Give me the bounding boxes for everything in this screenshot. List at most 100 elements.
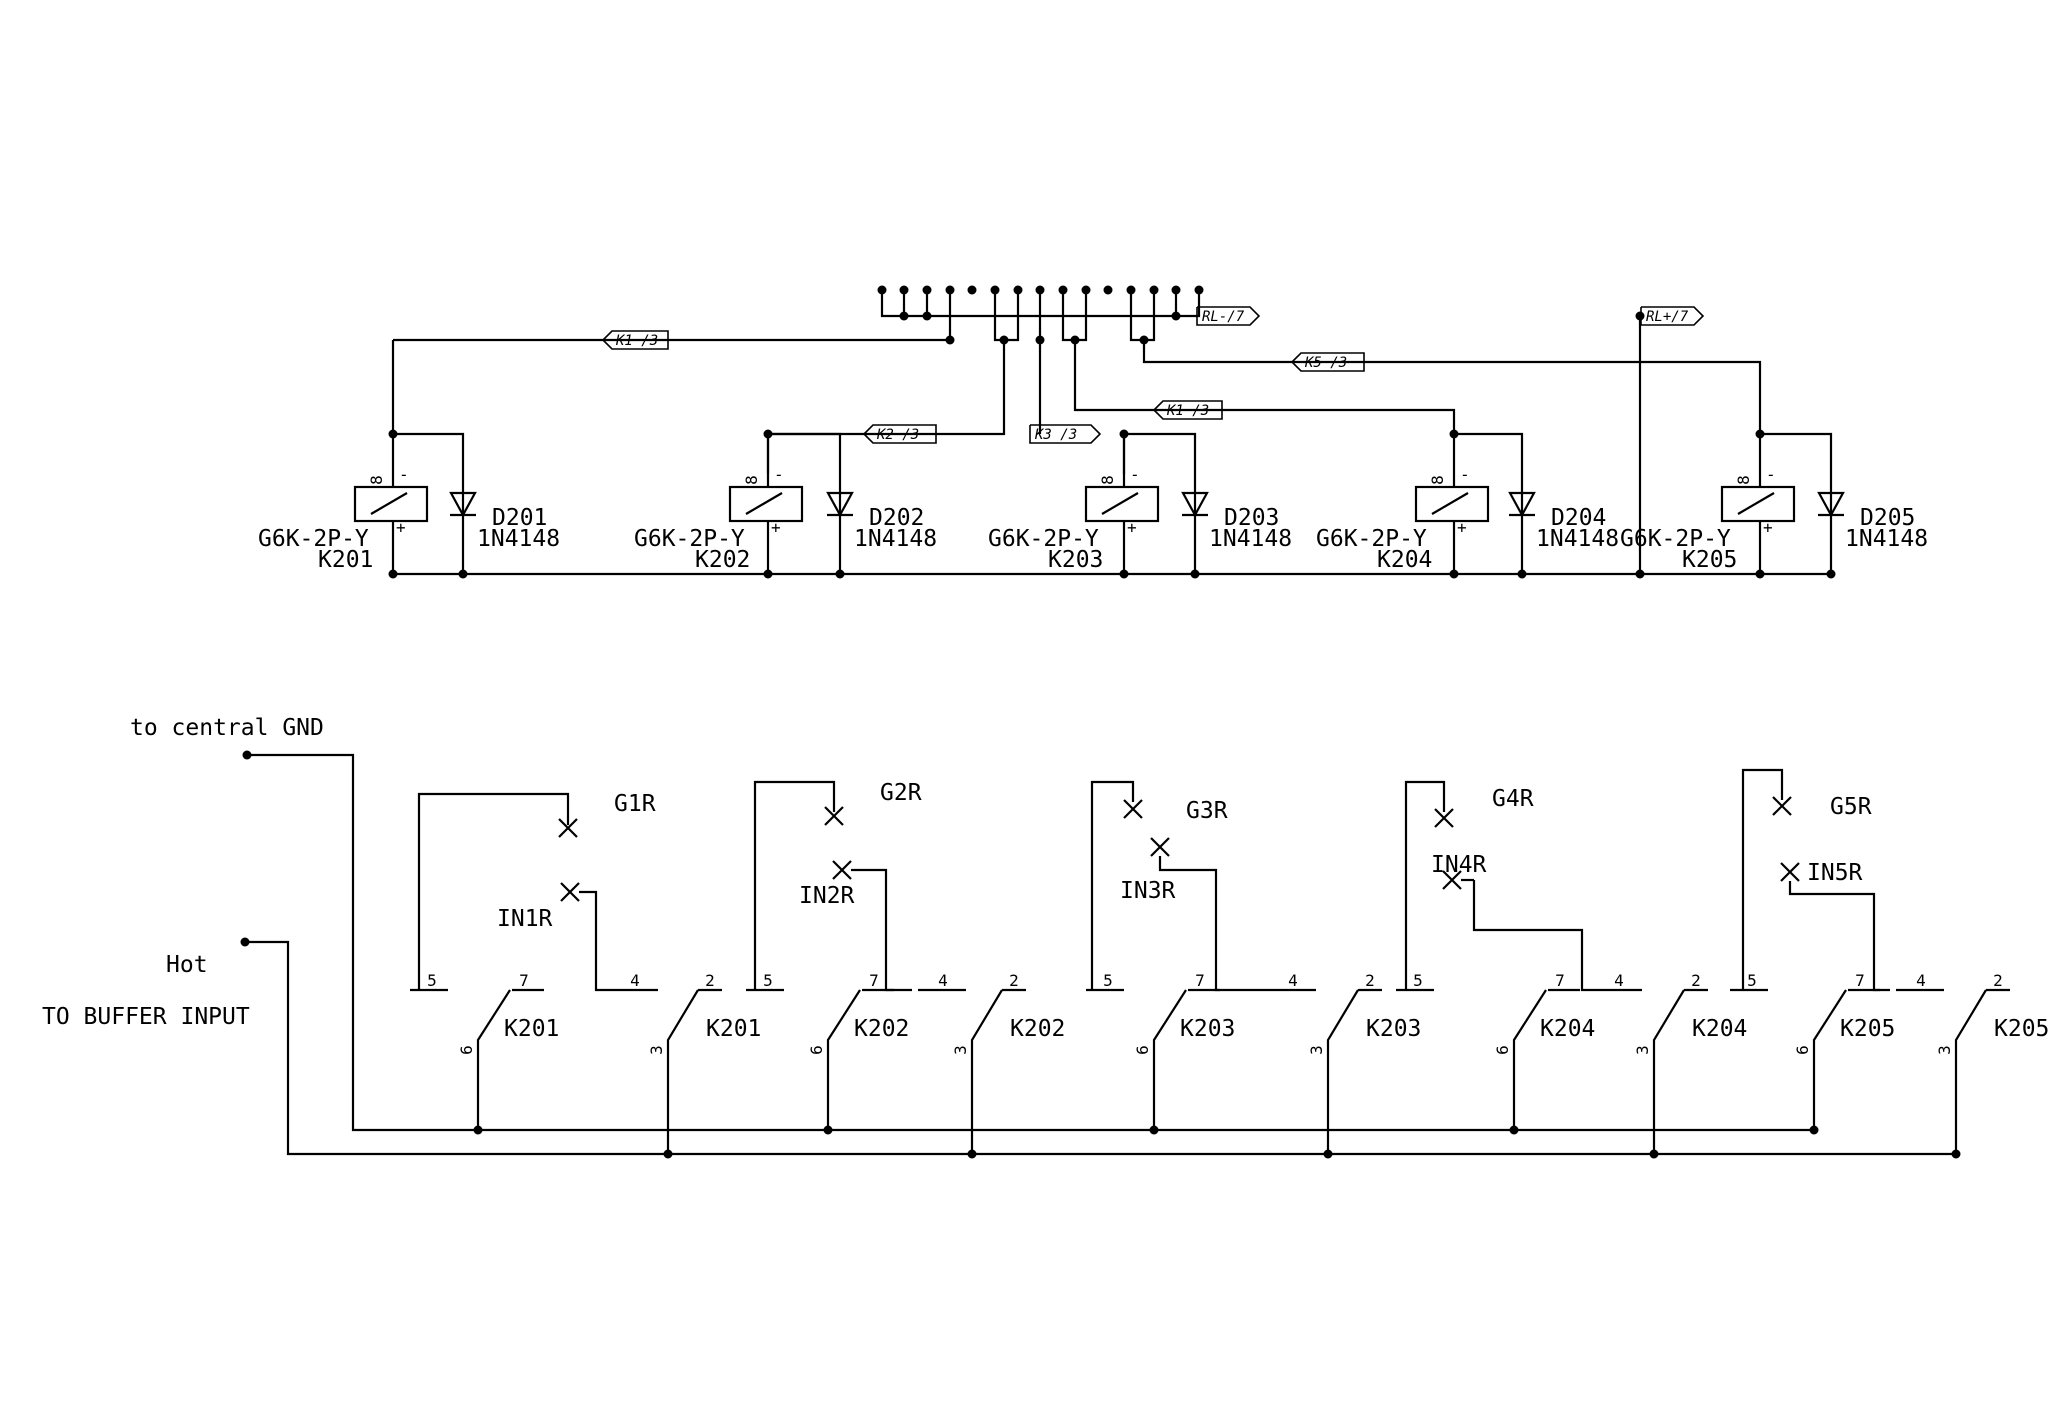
junctions: [240, 285, 1961, 1159]
contact-4-pin3: 3: [1633, 1045, 1652, 1055]
junction-dot: [922, 311, 932, 321]
contact-3-pin7: 7: [1195, 971, 1205, 990]
wires: [245, 290, 2010, 1156]
header-pin-15: [1194, 285, 1204, 295]
junction-dot: [1517, 569, 1527, 579]
relay-4-diode-ref: D204: [1551, 505, 1606, 531]
net-flag-k1b: [1153, 400, 1223, 420]
relay-5-diode-ref: D205: [1860, 505, 1915, 531]
junction-dot: [458, 569, 468, 579]
header-pin-9: [1058, 285, 1068, 295]
junction-dot: [1119, 569, 1129, 579]
in5r-label: IN5R: [1807, 860, 1863, 886]
relay-4-pin-plus: +: [1457, 518, 1467, 537]
relay-1-diode-value: 1N4148: [477, 526, 560, 552]
contact-2-ref-left: K202: [854, 1016, 909, 1042]
in3r-wire-b: [1158, 856, 1169, 872]
contact-3-pin6: 6: [1133, 1045, 1152, 1055]
hdr-k202b: [1004, 290, 1020, 342]
relay-2-diode-ref: D202: [869, 505, 924, 531]
junction-dot: [1826, 569, 1836, 579]
contact-4-pin6: 6: [1493, 1045, 1512, 1055]
junction-dot: [899, 311, 909, 321]
relay-4-ref-label: K204: [1377, 547, 1432, 573]
buffer-label: TO BUFFER INPUT: [42, 1004, 250, 1030]
contact-1-pin7: 7: [519, 971, 529, 990]
junction-dot: [1190, 569, 1200, 579]
contact-2-wiper6: [826, 989, 861, 1130]
relay-2-pin-plus: +: [771, 518, 781, 537]
relay-5-pin-plus: +: [1763, 518, 1773, 537]
junction-dot: [1149, 1125, 1159, 1135]
net-flag-k1b-text: K1 /3: [1166, 403, 1209, 419]
in2r-mark: [832, 860, 852, 880]
relay-5-pin-8: 8: [1734, 475, 1753, 485]
header-pin-5: [967, 285, 977, 295]
junction-dot: [1809, 1125, 1819, 1135]
net-flag-k1a-text: K1 /3: [615, 333, 658, 349]
hot-label: Hot: [166, 952, 208, 978]
junction-dot: [1635, 569, 1645, 579]
net-flag-k5: [1291, 352, 1365, 372]
contact-3-wiper3: [1326, 989, 1359, 1154]
junction-dot: [388, 569, 398, 579]
junction-dot: [1035, 335, 1045, 345]
net-flag-rl-minus: [1196, 306, 1261, 326]
contact-1-ref-left: K201: [504, 1016, 559, 1042]
g5r-label: G5R: [1830, 794, 1872, 820]
in3r-mark: [1150, 837, 1170, 857]
junction-dot: [1755, 569, 1765, 579]
g3r-label: G3R: [1186, 798, 1228, 824]
in2r-label: IN2R: [799, 883, 855, 909]
relay-2-coil: [728, 485, 804, 523]
relay-1-ref-label: K201: [318, 547, 373, 573]
net-flag-k3-text: K3 /3: [1034, 427, 1077, 443]
relay-3-ref-label: K203: [1048, 547, 1103, 573]
relay-5-ref-label: K205: [1682, 547, 1737, 573]
junction-dot: [1755, 429, 1765, 439]
g1r-label: G1R: [614, 791, 656, 817]
in4r-mark: [1442, 870, 1462, 890]
relay-2-diode-value: 1N4148: [854, 526, 937, 552]
relay-3-pin-minus: -: [1130, 465, 1140, 484]
junction-dot: [663, 1149, 673, 1159]
net-k205: [1142, 340, 1762, 434]
relay-1-type-label: G6K-2P-Y: [258, 526, 369, 552]
g3r-mark: [1123, 799, 1143, 819]
contact-2-pin7: 7: [869, 971, 879, 990]
header-pin-13: [1149, 285, 1159, 295]
header-pin-2: [899, 285, 909, 295]
in1r-label: IN1R: [497, 906, 553, 932]
in2r-wire: [851, 868, 912, 992]
relay-2-diode-top: [768, 432, 842, 490]
central-gnd-label: to central GND: [130, 715, 324, 741]
relay-1-pin-plus: +: [396, 518, 406, 537]
g4r-label: G4R: [1492, 786, 1534, 812]
contact-3-wiper6: [1152, 989, 1187, 1130]
g5r-mark: [1772, 796, 1792, 816]
header-pin-3: [922, 285, 932, 295]
junction-dot: [473, 1125, 483, 1135]
contact-2-pin3: 3: [951, 1045, 970, 1055]
net-k204: [1073, 340, 1456, 434]
net-flag-k3: [1029, 424, 1102, 444]
contact-4-wiper6: [1512, 989, 1547, 1130]
relay-3-type-label: G6K-2P-Y: [988, 526, 1099, 552]
net-k202: [843, 340, 1006, 436]
contact-4-pin4: 4: [1614, 971, 1624, 990]
junction-dot: [1119, 429, 1129, 439]
net-flag-rl-minus-text: RL-/7: [1202, 309, 1245, 325]
g2r-label: G2R: [880, 780, 922, 806]
relay-1-diode-ref: D201: [492, 505, 547, 531]
contact-5-pin3: 3: [1935, 1045, 1954, 1055]
junction-dot: [1449, 429, 1459, 439]
header-pin-10: [1081, 285, 1091, 295]
net-flag-k2-text: K2 /3: [876, 427, 919, 443]
junction-dot: [1449, 569, 1459, 579]
relay-4-pin-minus: -: [1460, 465, 1470, 484]
g4r-wire: [1404, 780, 1446, 990]
header-pin-12: [1126, 285, 1136, 295]
contact-3-pin2: 2: [1365, 971, 1375, 990]
junction-dot: [1649, 1149, 1659, 1159]
junction-dot: [1070, 335, 1080, 345]
